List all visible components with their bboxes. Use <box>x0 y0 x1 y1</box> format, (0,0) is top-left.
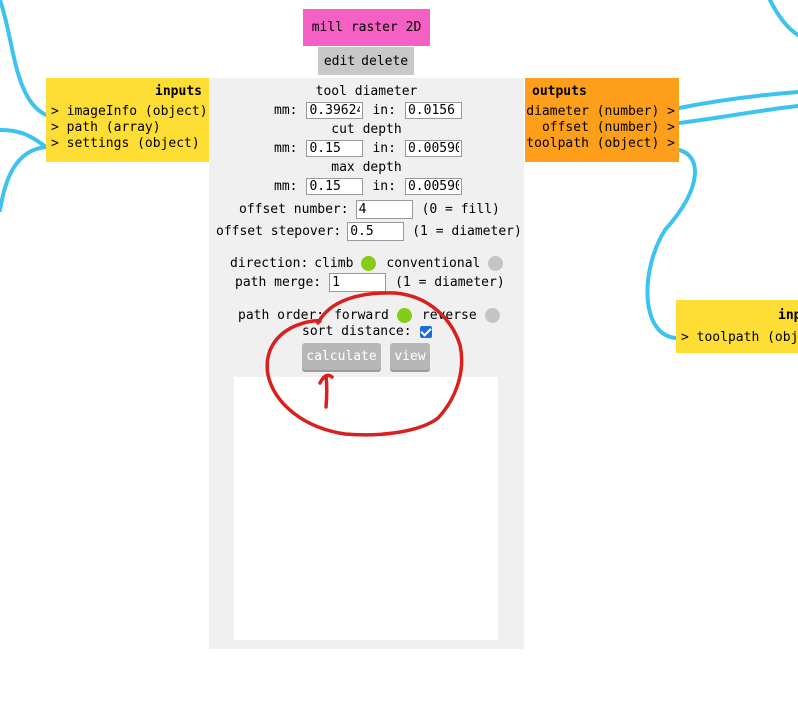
offset-stepover-hint: (1 = diameter) <box>412 224 522 239</box>
max-depth-in-input[interactable] <box>404 178 462 195</box>
output-port-toolpath[interactable]: toolpath (object) > <box>526 136 675 151</box>
offset-stepover-row: offset stepover: (1 = diameter) <box>216 222 522 241</box>
cut-depth-mm-label: mm: <box>274 141 298 156</box>
cut-depth-mm-input[interactable] <box>306 140 364 157</box>
direction-label: direction: <box>230 256 309 271</box>
direction-climb-label: climb <box>314 256 354 271</box>
cut-depth-row: mm: in: <box>274 140 462 157</box>
path-order-forward-radio[interactable] <box>396 308 412 323</box>
node-title-text: mill raster 2D <box>311 20 422 35</box>
cut-depth-in-label: in: <box>372 141 396 156</box>
cut-depth-label: cut depth <box>331 122 402 137</box>
path-order-reverse-radio[interactable] <box>484 308 500 323</box>
sort-distance-label: sort distance: <box>302 324 412 339</box>
next-node-header: inputs <box>778 308 798 323</box>
direction-conventional-radio[interactable] <box>488 256 504 271</box>
path-merge-hint: (1 = diameter) <box>395 275 505 290</box>
output-port-offset[interactable]: offset (number) > <box>541 120 675 135</box>
inputs-header: inputs <box>155 84 202 99</box>
outputs-panel: outputs diameter (number) > offset (numb… <box>525 78 679 162</box>
path-merge-input[interactable] <box>329 273 387 292</box>
tool-diameter-label: tool diameter <box>315 84 418 99</box>
offset-stepover-label: offset stepover: <box>216 224 342 239</box>
max-depth-mm-label: mm: <box>274 179 298 194</box>
input-port-settings[interactable]: > settings (object) <box>51 136 200 151</box>
max-depth-row: mm: in: <box>274 178 462 195</box>
path-order-forward-label: forward <box>334 308 389 323</box>
calculate-button[interactable]: calculate <box>302 343 381 370</box>
max-depth-mm-input[interactable] <box>306 178 364 195</box>
offset-number-input[interactable] <box>355 200 413 219</box>
delete-button[interactable]: delete <box>361 53 409 69</box>
calculate-button-label: calculate <box>306 349 377 364</box>
offset-number-label: offset number: <box>239 202 349 217</box>
tool-diameter-mm-input[interactable] <box>306 102 364 119</box>
output-port-diameter[interactable]: diameter (number) > <box>526 104 675 119</box>
view-button-label: view <box>394 349 426 364</box>
direction-climb-radio[interactable] <box>361 256 377 271</box>
input-port-imageinfo[interactable]: > imageInfo (object) <box>51 104 208 119</box>
offset-stepover-input[interactable] <box>347 222 405 241</box>
next-node-inputs: inputs > toolpath (object) <box>676 300 798 353</box>
cut-depth-in-input[interactable] <box>404 140 462 157</box>
inputs-panel: inputs > imageInfo (object) > path (arra… <box>46 78 210 162</box>
path-order-row: path order: forward reverse <box>238 308 500 323</box>
path-order-label: path order: <box>238 308 325 323</box>
next-node-port-toolpath[interactable]: > toolpath (object) <box>681 330 798 345</box>
max-depth-in-label: in: <box>372 179 396 194</box>
path-merge-row: path merge: (1 = diameter) <box>235 273 505 292</box>
offset-number-row: offset number: (0 = fill) <box>239 200 500 219</box>
node-edit-bar: edit delete <box>318 47 414 75</box>
sort-distance-checkbox[interactable] <box>419 325 432 338</box>
path-order-reverse-label: reverse <box>421 308 477 323</box>
tool-diameter-in-input[interactable] <box>404 102 462 119</box>
direction-conventional-label: conventional <box>386 256 481 271</box>
outputs-header: outputs <box>532 84 587 99</box>
path-merge-label: path merge: <box>235 275 322 290</box>
direction-row: direction: climb conventional <box>230 256 504 271</box>
view-button[interactable]: view <box>390 343 430 370</box>
tool-diameter-in-label: in: <box>372 103 396 118</box>
node-title[interactable]: mill raster 2D <box>303 9 430 46</box>
toolpath-preview-canvas[interactable] <box>234 377 498 640</box>
offset-number-hint: (0 = fill) <box>421 202 500 217</box>
input-port-path[interactable]: > path (array) <box>51 120 161 135</box>
max-depth-label: max depth <box>331 160 402 175</box>
tool-diameter-row: mm: in: <box>274 102 462 119</box>
tool-diameter-mm-label: mm: <box>274 103 298 118</box>
sort-distance-row: sort distance: <box>302 324 432 339</box>
edit-button[interactable]: edit <box>323 53 356 69</box>
